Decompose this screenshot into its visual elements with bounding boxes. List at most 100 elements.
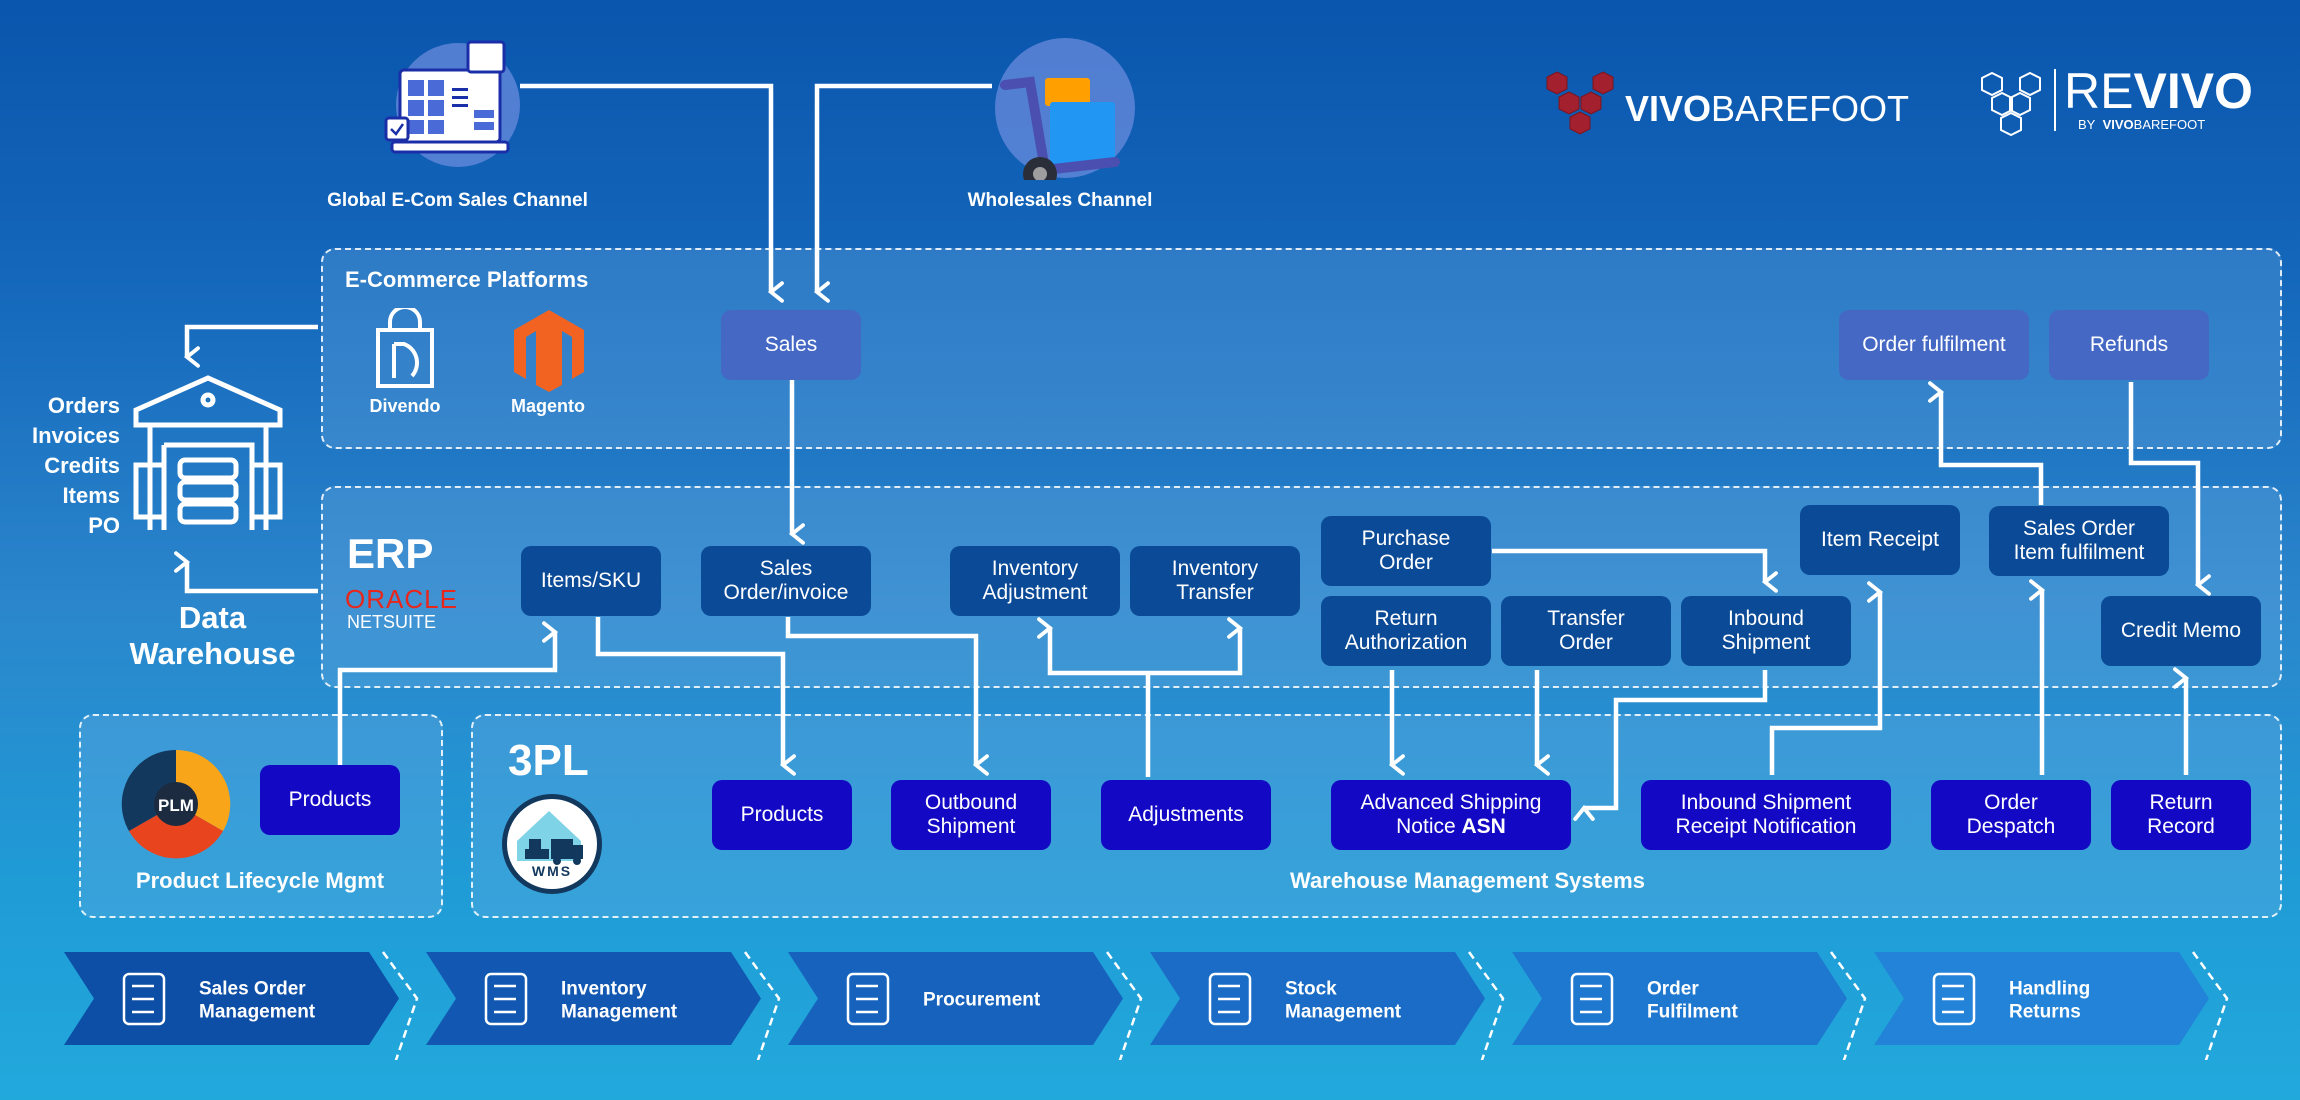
item-receipt-label: Item Receipt bbox=[1821, 528, 1939, 552]
items-sku-node[interactable]: Items/SKU bbox=[521, 546, 661, 616]
sales-node-label: Sales bbox=[764, 333, 818, 357]
ecom-channel-illustration bbox=[378, 30, 538, 170]
plm-products-label: Products bbox=[288, 788, 372, 812]
tpl-products-node[interactable]: Products bbox=[712, 780, 852, 850]
order-fulfilment-label: Order fulfilment bbox=[1862, 333, 2006, 357]
data-warehouse-title: Data Warehouse bbox=[100, 600, 325, 672]
laptop-shop-icon bbox=[384, 40, 520, 167]
line-ecom-to-dw bbox=[183, 324, 318, 368]
monitor-stock-icon bbox=[1208, 972, 1252, 1026]
dw-title-line1: Data bbox=[178, 600, 247, 635]
wms-badge: WMS bbox=[502, 794, 602, 894]
oracle-logo-text: ORACLE bbox=[345, 584, 458, 614]
tpl-products-label: Products bbox=[740, 803, 824, 827]
warehouse-server-icon bbox=[133, 375, 283, 530]
process-step-dashed-outline bbox=[2191, 951, 2229, 1060]
dw-item: Orders bbox=[47, 393, 120, 418]
vivobarefoot-logo: VIVOBAREFOOT bbox=[1545, 70, 1915, 145]
hand-truck-icon bbox=[995, 38, 1135, 191]
platform-magento-label: Magento bbox=[511, 396, 585, 416]
revivo-by-bold: VIVO bbox=[2102, 117, 2134, 132]
process-step: Procurement bbox=[788, 951, 1143, 1060]
item-receipt-node[interactable]: Item Receipt bbox=[1800, 505, 1960, 575]
wholesale-channel-illustration bbox=[980, 30, 1140, 191]
process-step-dashed-outline bbox=[1829, 951, 1867, 1060]
process-step-dashed-outline bbox=[1467, 951, 1505, 1060]
ecommerce-title: E-Commerce Platforms bbox=[345, 267, 589, 292]
process-step-dashed-outline bbox=[381, 951, 419, 1060]
revivo-bold: VIVO bbox=[2133, 63, 2253, 119]
adjustments-node[interactable]: Adjustments bbox=[1101, 780, 1271, 850]
process-step-dashed-outline bbox=[1105, 951, 1143, 1060]
process-step-label: Procurement bbox=[923, 990, 1041, 1011]
plm-products-node[interactable]: Products bbox=[260, 765, 400, 835]
netsuite-logo-text: NETSUITE bbox=[347, 612, 437, 632]
credit-memo-label: Credit Memo bbox=[2120, 619, 2242, 643]
revivo-by-light: BAREFOOT bbox=[2133, 117, 2206, 132]
hexagon-v-icon bbox=[1546, 71, 1614, 135]
checklist-icon bbox=[122, 972, 166, 1026]
dw-item: PO bbox=[88, 513, 120, 538]
line-erp-to-dw bbox=[174, 551, 318, 594]
revivo-by: BY bbox=[2078, 117, 2096, 132]
plm-wheel-icon: PLM bbox=[121, 749, 231, 859]
dw-item: Items bbox=[62, 483, 120, 508]
wholesale-channel-label: Wholesales Channel bbox=[967, 190, 1153, 211]
inventory-icon bbox=[484, 972, 528, 1026]
dw-item: Invoices bbox=[31, 423, 120, 448]
magento-logo-icon bbox=[514, 310, 584, 392]
revivo-divider bbox=[2054, 69, 2056, 131]
vivo-logo-light: BAREFOOT bbox=[1711, 88, 1910, 129]
plm-title: Product Lifecycle Mgmt bbox=[135, 868, 385, 893]
adjustments-label: Adjustments bbox=[1128, 803, 1244, 827]
order-fulfilment-node[interactable]: Order fulfilment bbox=[1839, 310, 2029, 380]
data-warehouse-items: Orders Invoices Credits Items PO bbox=[20, 391, 120, 541]
refunds-label: Refunds bbox=[2089, 333, 2169, 357]
hexagon-outline-icon bbox=[1981, 71, 2041, 137]
refunds-node[interactable]: Refunds bbox=[2049, 310, 2209, 380]
sales-node[interactable]: Sales bbox=[721, 310, 861, 380]
divendo-bag-icon bbox=[376, 308, 434, 388]
ecom-channel-label: Global E-Com Sales Channel bbox=[327, 190, 588, 211]
items-sku-label: Items/SKU bbox=[540, 569, 642, 593]
credit-memo-node[interactable]: Credit Memo bbox=[2101, 596, 2261, 666]
revivo-light: RE bbox=[2064, 63, 2134, 119]
revivo-logo: REVIVO BY VIVOBAREFOOT bbox=[1980, 65, 2280, 145]
platform-divendo-label: Divendo bbox=[369, 396, 441, 416]
handshake-dollar-icon bbox=[846, 972, 890, 1026]
